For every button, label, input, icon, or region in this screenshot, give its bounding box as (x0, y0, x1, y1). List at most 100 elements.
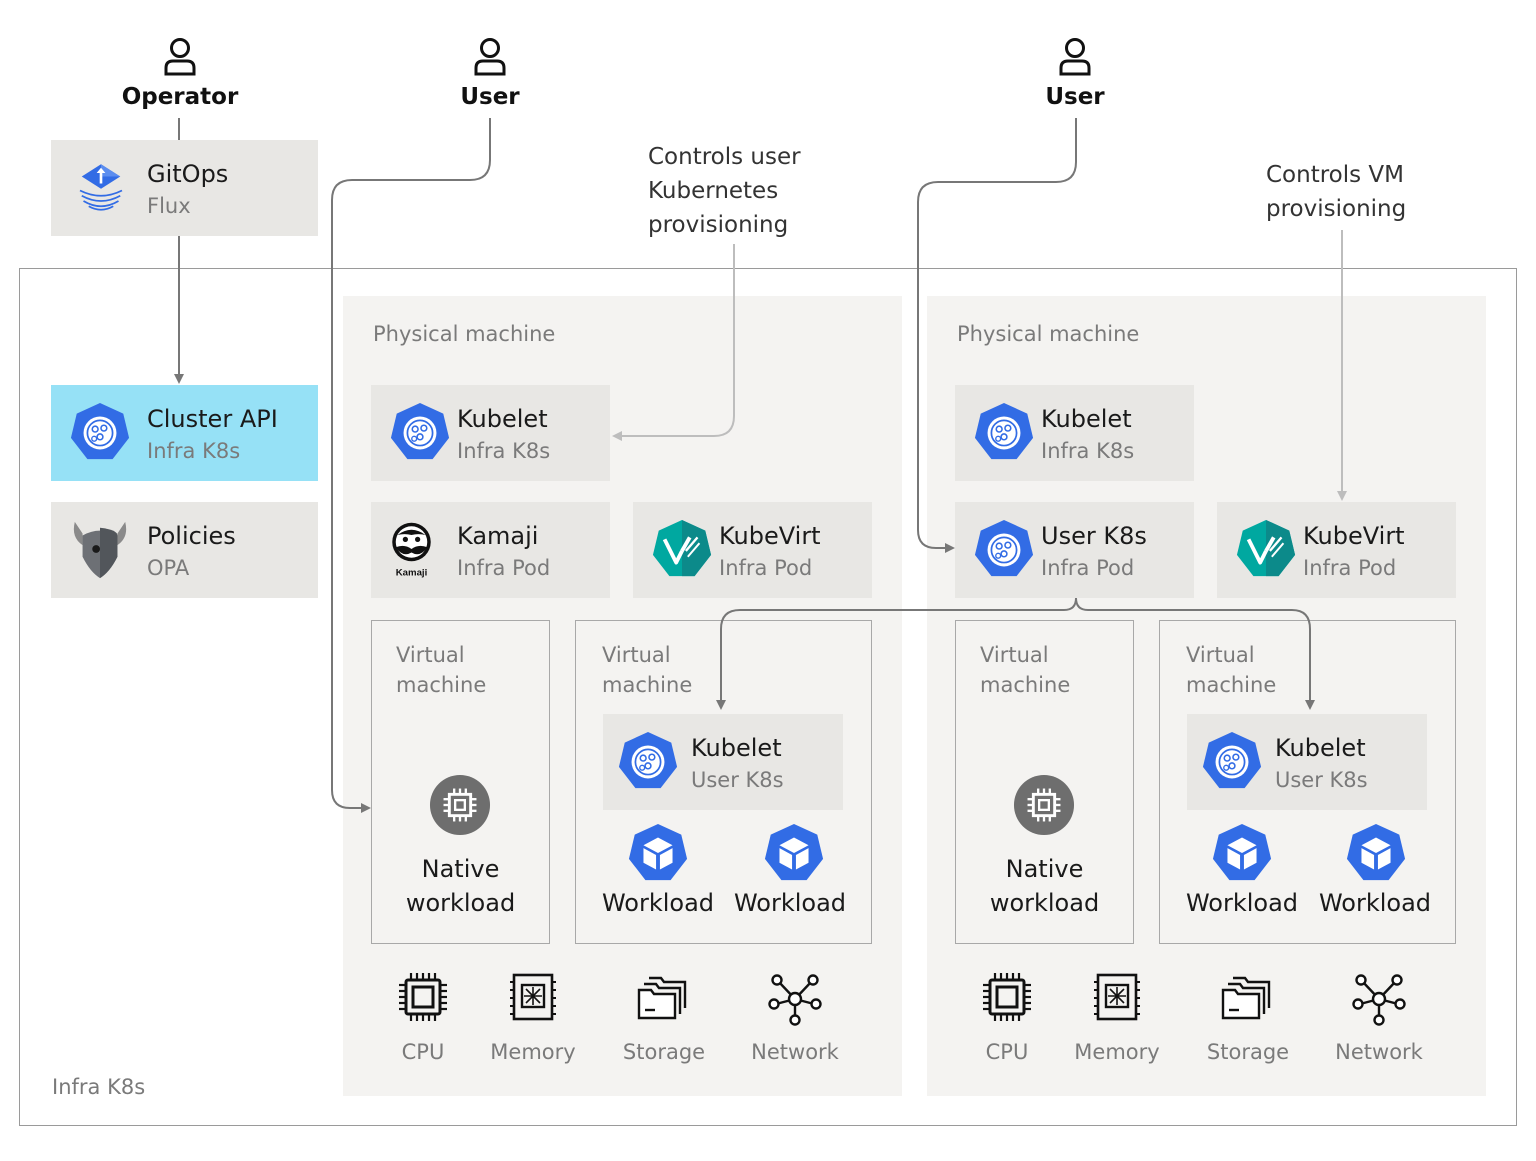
kubelet-title: Kubelet (1275, 734, 1366, 762)
resource-network: Network (735, 972, 855, 1064)
vm-label-line: Virtual (396, 643, 465, 667)
vm-label-line: machine (602, 673, 693, 697)
resource-label: Memory (490, 1040, 576, 1064)
native-workload-line: workload (989, 889, 1100, 917)
gitops-title: GitOps (147, 160, 229, 188)
kubelet-title: Kubelet (691, 734, 782, 762)
resource-cpu: CPU (363, 972, 483, 1064)
kamaji-icon: Kamaji (392, 522, 431, 578)
physical-machine-1-label: Physical machine (373, 322, 556, 346)
kamaji-subtitle: Infra Pod (457, 556, 551, 580)
resource-label: Storage (622, 1040, 706, 1064)
native-workload-line: workload (405, 889, 516, 917)
vm-label-line: Virtual (980, 643, 1049, 667)
operator-label: Operator (121, 84, 239, 110)
flux-icon (79, 164, 123, 211)
kubelet-user-card-2[interactable]: Kubelet User K8s (1187, 714, 1427, 810)
policies-card[interactable]: Policies OPA (51, 502, 318, 598)
policies-subtitle: OPA (147, 556, 190, 580)
resource-memory: Memory (473, 972, 593, 1064)
vm-label-line: Virtual (1186, 643, 1255, 667)
resource-label: Memory (1074, 1040, 1160, 1064)
vm-label-line: Virtual (602, 643, 671, 667)
vm-label: Virtual machine (396, 640, 486, 700)
kamaji-title: Kamaji (457, 522, 539, 550)
resource-network: Network (1319, 972, 1439, 1064)
kubelet-user-card-1[interactable]: Kubelet User K8s (603, 714, 843, 810)
cluster-api-subtitle: Infra K8s (147, 439, 241, 463)
virtual-machine-native-2 (955, 620, 1134, 944)
resource-label: CPU (985, 1040, 1029, 1064)
kubelet-infra-card-1[interactable]: Kubelet Infra K8s (371, 385, 610, 481)
resource-label: CPU (401, 1040, 445, 1064)
cluster-api-title: Cluster API (147, 405, 278, 433)
vm-label: Virtual machine (602, 640, 692, 700)
kubelet-subtitle: Infra K8s (1041, 439, 1135, 463)
user-k8s-title: User K8s (1041, 522, 1147, 550)
note-line: provisioning (1266, 196, 1407, 222)
kubevirt-card-2[interactable]: KubeVirt Infra Pod (1217, 502, 1456, 598)
note-line: Controls user (648, 144, 801, 170)
gitops-card[interactable]: GitOps Flux (51, 140, 318, 236)
wire-user-userk8s (917, 118, 1077, 553)
operator-actor: Operator (100, 38, 260, 110)
kubevirt-title: KubeVirt (1303, 522, 1405, 550)
vm-label: Virtual machine (980, 640, 1070, 700)
note-line: Kubernetes (648, 178, 779, 204)
vm-label-line: machine (980, 673, 1071, 697)
wire-user-native-workload (331, 118, 491, 813)
user-actor-left: User (410, 38, 570, 110)
kubelet-title: Kubelet (1041, 405, 1132, 433)
opa-icon (73, 521, 127, 579)
workload-label: Workload (1185, 889, 1299, 917)
policies-title: Policies (147, 522, 236, 550)
resource-label: Network (1335, 1040, 1423, 1064)
resource-label: Storage (1206, 1040, 1290, 1064)
resource-storage: Storage (604, 972, 724, 1064)
infra-k8s-frame (19, 268, 1517, 1126)
resource-memory: Memory (1057, 972, 1177, 1064)
kubelet-subtitle: User K8s (691, 768, 784, 792)
workload-label: Workload (601, 889, 715, 917)
kubelet-subtitle: Infra K8s (457, 439, 551, 463)
virtual-machine-k8s-2 (1159, 620, 1456, 944)
wire-note-kubelet (612, 244, 735, 441)
vm-label-line: machine (1186, 673, 1277, 697)
kubelet-infra-card-2[interactable]: Kubelet Infra K8s (955, 385, 1194, 481)
native-workload-line: Native (421, 855, 500, 883)
infra-k8s-label: Infra K8s (52, 1075, 146, 1099)
kamaji-logo-text: Kamaji (396, 567, 428, 578)
kamaji-card[interactable]: Kamaji Kamaji Infra Pod (371, 502, 610, 598)
cluster-api-card[interactable]: Cluster API Infra K8s (51, 385, 318, 481)
kubelet-subtitle: User K8s (1275, 768, 1368, 792)
kubevirt-card-1[interactable]: KubeVirt Infra Pod (633, 502, 872, 598)
gitops-subtitle: Flux (147, 194, 191, 218)
resource-storage: Storage (1188, 972, 1308, 1064)
wire-userk8s-kubelets (716, 597, 1077, 710)
workload-label: Workload (1318, 889, 1432, 917)
workload-label: Workload (733, 889, 847, 917)
user-label: User (1045, 84, 1105, 110)
user-actor-right: User (995, 38, 1155, 110)
note-vm-provisioning: Controls VM provisioning (1266, 158, 1406, 226)
vm-label: Virtual machine (1186, 640, 1276, 700)
native-workload-label: Native workload (955, 852, 1134, 920)
native-workload-label: Native workload (371, 852, 550, 920)
note-line: provisioning (648, 212, 789, 238)
user-k8s-pod-card[interactable]: User K8s Infra Pod (955, 502, 1194, 598)
kubevirt-subtitle: Infra Pod (1303, 556, 1397, 580)
native-workload-line: Native (1005, 855, 1084, 883)
kubevirt-subtitle: Infra Pod (719, 556, 813, 580)
physical-machine-2-label: Physical machine (957, 322, 1140, 346)
user-k8s-subtitle: Infra Pod (1041, 556, 1135, 580)
note-line: Controls VM (1266, 162, 1405, 188)
resource-label: Network (751, 1040, 839, 1064)
resource-cpu: CPU (947, 972, 1067, 1064)
kubelet-title: Kubelet (457, 405, 548, 433)
vm-label-line: machine (396, 673, 487, 697)
note-user-k8s-provisioning: Controls user Kubernetes provisioning (648, 140, 801, 242)
virtual-machine-native-1 (371, 620, 550, 944)
kubevirt-title: KubeVirt (719, 522, 821, 550)
virtual-machine-k8s-1 (575, 620, 872, 944)
